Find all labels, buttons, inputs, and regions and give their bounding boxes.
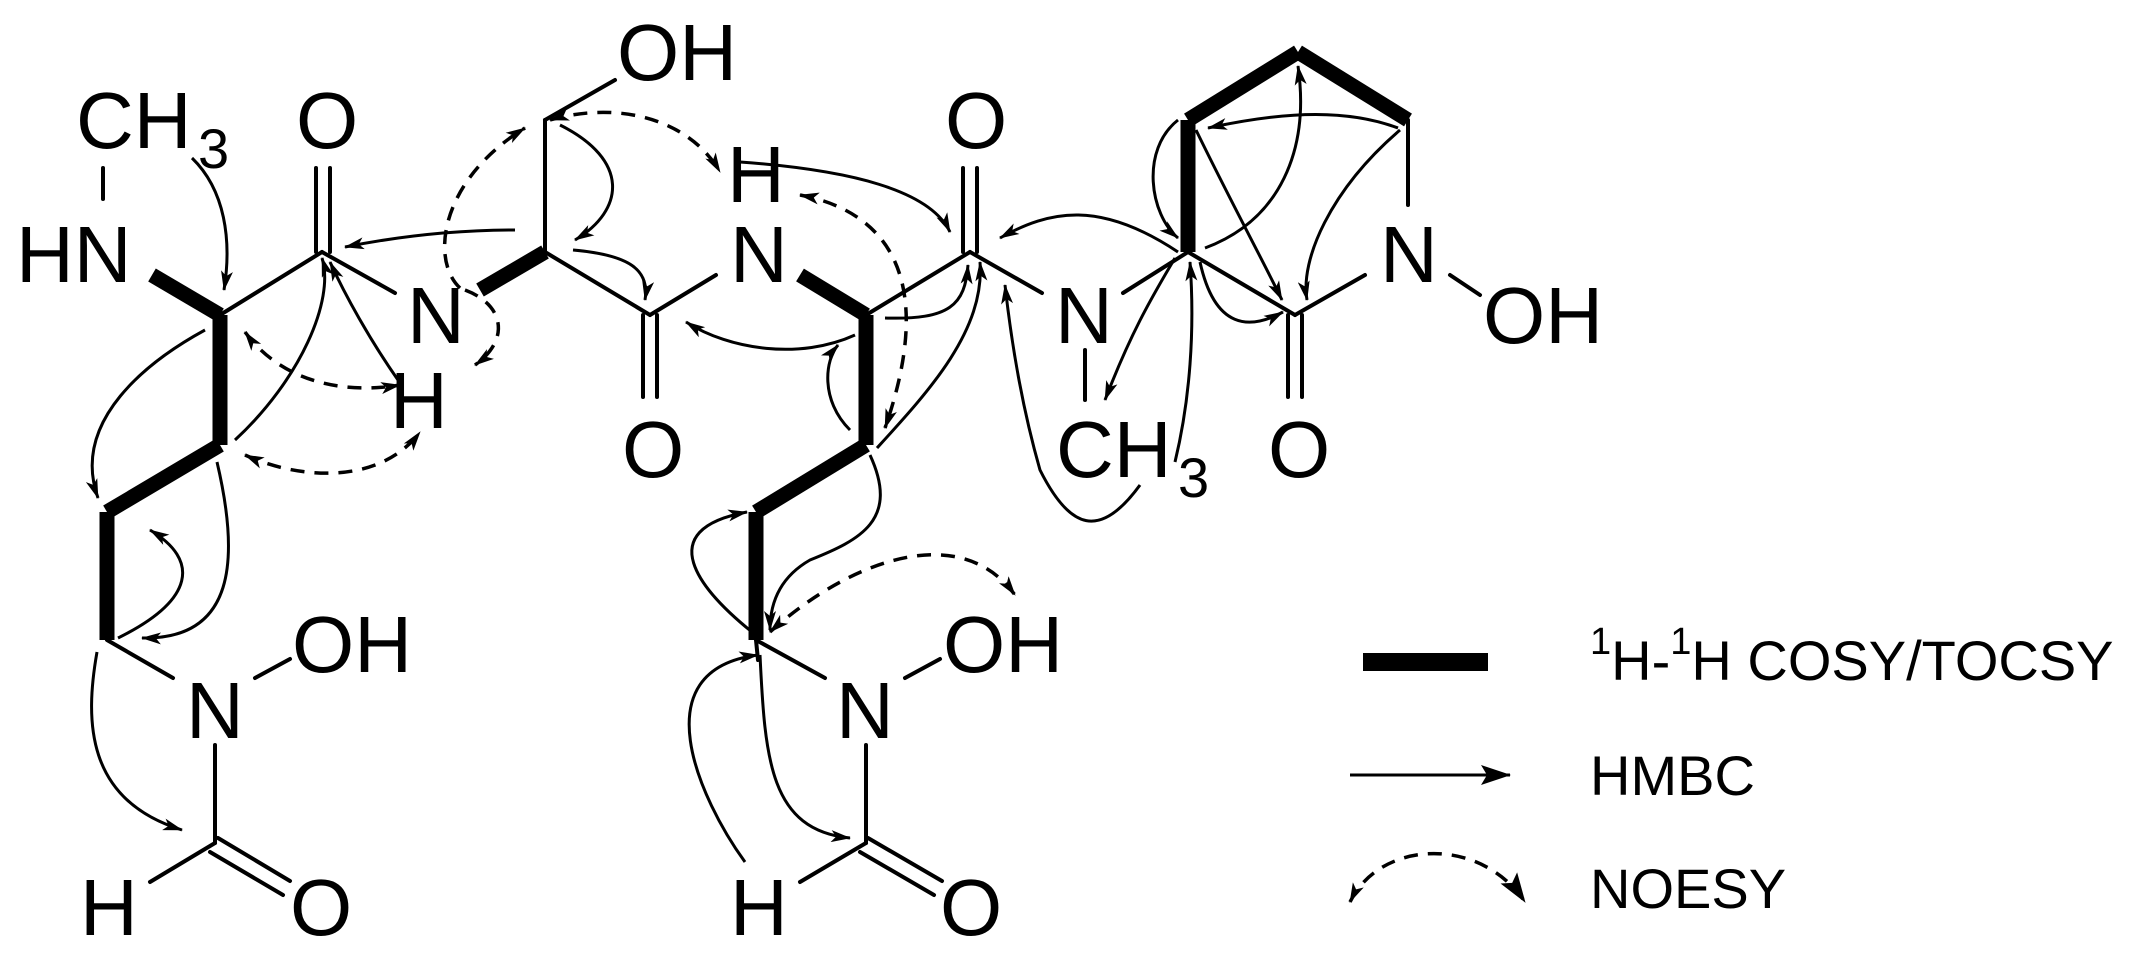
legend: 1H-1H COSY/TOCSY HMBC NOESY — [1348, 621, 2114, 920]
hmbc-arrow — [1194, 129, 1284, 301]
atom-h-amide-2: H — [727, 130, 785, 219]
atom-n-amide-1: N — [407, 271, 465, 360]
hmbc-arrow — [1207, 113, 1399, 130]
atom-labels: CH 3 HN O N H OH O N H O N CH 3 N OH O N… — [16, 8, 1603, 952]
hmbc-arrow — [117, 528, 185, 640]
atom-ch3-bottom: CH — [1056, 405, 1172, 494]
hmbc-arrow — [572, 248, 655, 301]
hmbc-arrow — [85, 328, 206, 499]
hmbc-arrow — [190, 156, 233, 291]
hmbc-arrow — [141, 461, 231, 645]
hmbc-arrow — [758, 654, 851, 843]
atom-h-c5: H — [730, 863, 788, 952]
atom-o-carbonyl-2: O — [622, 405, 684, 494]
hmbc-arrow — [1103, 257, 1177, 401]
hmbc-arrow — [1204, 65, 1307, 250]
hmbc-arrow — [739, 160, 952, 233]
atom-h-amide-1: H — [390, 356, 448, 445]
atom-ch3-bottom-sub: 3 — [1178, 446, 1209, 509]
noesy-arrow — [799, 192, 909, 429]
atom-n-methyl: N — [1055, 271, 1113, 360]
noesy-arrow — [243, 330, 401, 395]
atom-o-formyl-2: O — [940, 863, 1002, 952]
hmbc-arrow — [764, 454, 882, 631]
atom-o-formyl-1: O — [290, 863, 352, 952]
hmbc-arrow — [233, 257, 334, 442]
atom-hn-left: HN — [16, 210, 132, 299]
atom-n-hydroxy-1: N — [186, 666, 244, 755]
hmbc-arrow — [559, 123, 614, 242]
hmbc-arrow — [1001, 284, 1142, 523]
noesy-arrow — [768, 553, 1017, 634]
hmbc-arrow — [999, 213, 1179, 254]
hmbc-arrow — [685, 320, 856, 351]
noesy-arrow — [549, 109, 722, 173]
noesy-arrow — [464, 288, 501, 367]
hmbc-arrow — [344, 228, 516, 250]
legend-cosy-label: 1H-1H COSY/TOCSY — [1590, 621, 2114, 692]
atom-n-hydroxy-2: N — [836, 666, 894, 755]
hmbc-arrow — [690, 509, 753, 634]
legend-noesy-swatch — [1348, 851, 1527, 903]
hmbc-arrow — [1198, 261, 1284, 327]
atom-o-carbonyl-3: O — [945, 76, 1007, 165]
hmbc-arrow — [1173, 261, 1198, 463]
hmbc-arrow — [90, 651, 183, 832]
atom-oh-1: OH — [292, 600, 412, 689]
hmbc-arrow — [1297, 128, 1401, 301]
hmbc-arrow — [687, 651, 759, 863]
atom-oh-2: OH — [943, 600, 1063, 689]
atom-o-carbonyl-1: O — [296, 76, 358, 165]
atom-n-amide-2: N — [730, 210, 788, 299]
noesy-correlations — [243, 109, 1017, 634]
noesy-arrow — [442, 126, 526, 290]
atom-oh-serine: OH — [617, 8, 737, 97]
atom-o-ring: O — [1268, 405, 1330, 494]
hmbc-arrow — [821, 344, 852, 432]
hmbc-arrow — [328, 261, 400, 381]
legend-hmbc-label: HMBC — [1590, 744, 1755, 807]
atom-h-formyl-1: H — [80, 863, 138, 952]
atom-n-ring: N — [1380, 210, 1438, 299]
hmbc-arrow — [1151, 118, 1179, 240]
legend-noesy-label: NOESY — [1590, 857, 1786, 920]
hmbc-arrow — [875, 261, 988, 450]
atom-oh-ring: OH — [1483, 271, 1603, 360]
atom-ch3-top: CH — [76, 76, 192, 165]
